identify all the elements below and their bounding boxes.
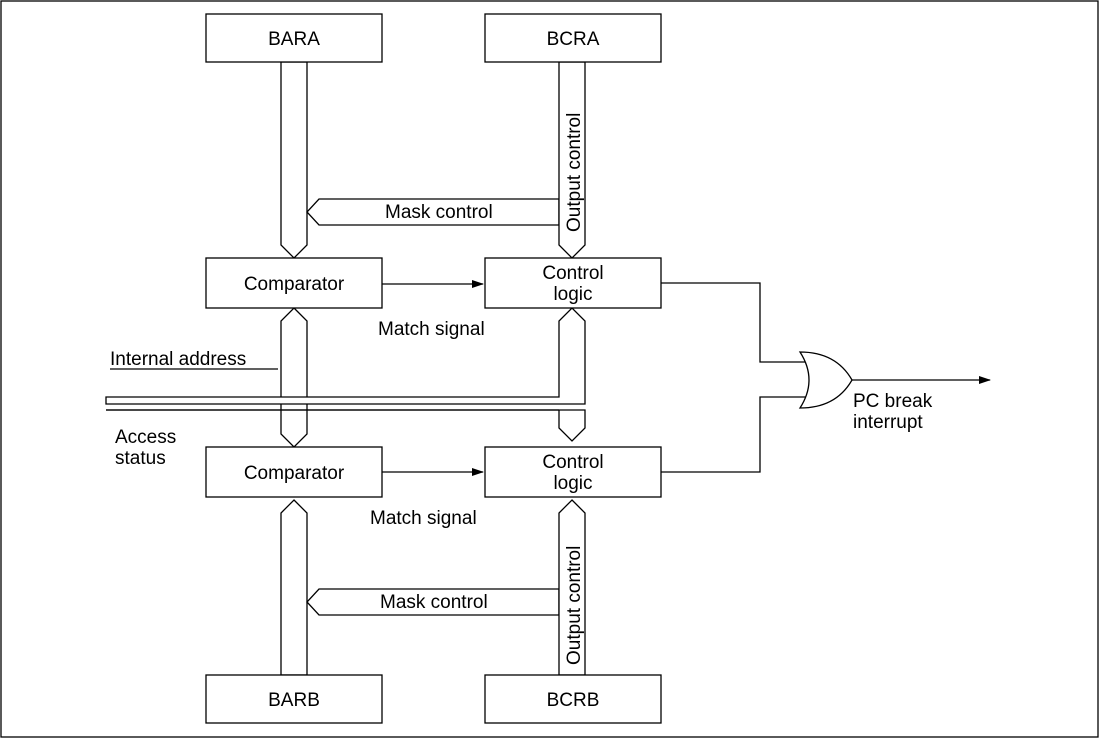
barb-label: BARB	[268, 690, 320, 711]
control-logic-b-label-1: Control	[542, 452, 603, 473]
bcrb-block	[484, 674, 662, 724]
bcra-block	[484, 13, 662, 63]
bus-access-status-a	[105, 307, 586, 405]
or-gate	[798, 351, 853, 409]
barb-block	[205, 674, 383, 724]
mask-control-a-label: Mask control	[385, 202, 493, 223]
match-signal-a-label: Match signal	[378, 319, 485, 340]
bcrb-label: BCRB	[547, 690, 600, 711]
match-signal-b-label: Match signal	[370, 508, 477, 529]
control-logic-a-label-2: logic	[553, 284, 592, 305]
bus-internal-address	[280, 307, 308, 448]
bus-barb-to-comparator-b	[280, 499, 308, 676]
comparator-a-label: Comparator	[244, 274, 345, 295]
comparator-a-block	[205, 257, 383, 309]
access-status-label-2: status	[115, 448, 166, 469]
bus-access-status-b	[106, 409, 586, 442]
control-logic-b-block	[484, 446, 662, 498]
pc-break-label-2: interrupt	[853, 412, 923, 433]
bara-block	[205, 13, 383, 63]
bus-bara-to-comparator-a	[280, 61, 308, 259]
control-logic-a-label-1: Control	[542, 263, 603, 284]
output-control-a-label: Output control	[564, 113, 585, 232]
control-b-to-or-line	[661, 396, 806, 473]
control-a-to-or-line	[661, 282, 806, 363]
internal-address-label: Internal address	[110, 349, 246, 370]
mask-control-b-label: Mask control	[380, 592, 488, 613]
bcra-label: BCRA	[547, 29, 600, 50]
comparator-b-label: Comparator	[244, 463, 345, 484]
pc-break-label-1: PC break	[853, 391, 933, 412]
output-control-b-label: Output control	[564, 546, 585, 665]
access-status-label-1: Access	[115, 427, 176, 448]
bara-label: BARA	[268, 29, 320, 50]
control-logic-b-label-2: logic	[553, 473, 592, 494]
